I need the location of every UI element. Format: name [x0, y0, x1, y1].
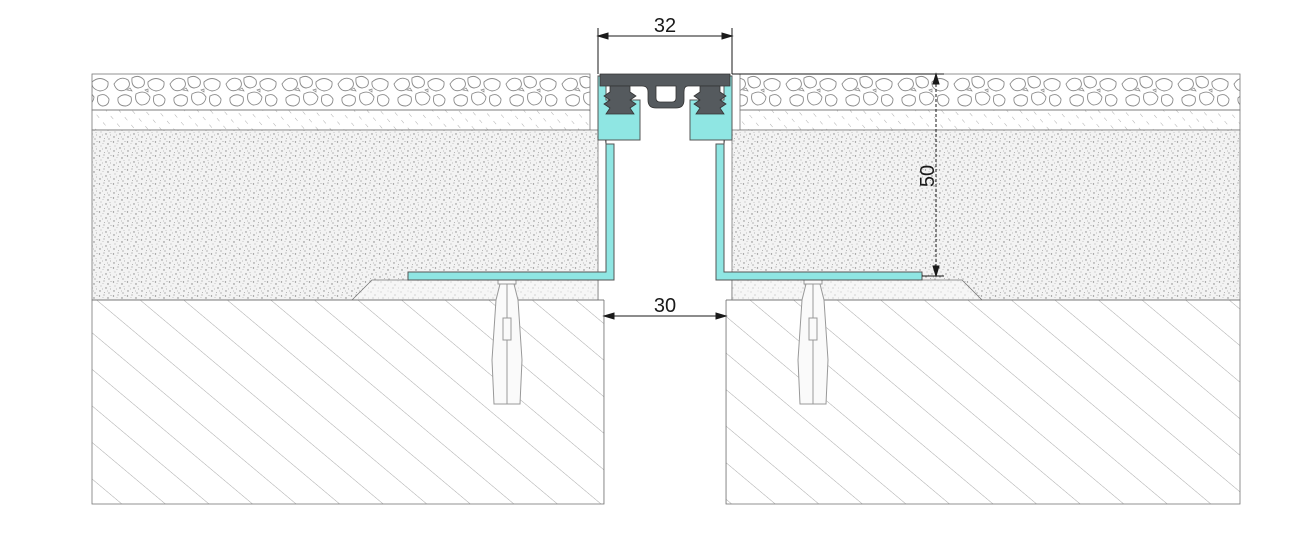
dimension-label-50: 50 — [917, 165, 939, 187]
dimension-label-30: 30 — [654, 295, 676, 317]
left-tile-layer — [91, 73, 591, 111]
right-profile-leg — [715, 75, 923, 281]
rubber-insert — [599, 73, 731, 115]
dimension-joint-gap — [602, 312, 728, 320]
dimension-label-32: 32 — [654, 15, 676, 37]
left-floor-section — [91, 73, 605, 505]
right-bedding-mortar — [731, 279, 983, 301]
left-adhesive-layer — [91, 109, 591, 131]
left-base-slab — [91, 299, 605, 505]
right-tile-layer — [739, 73, 1241, 111]
dimension-profile-height — [732, 72, 944, 278]
joint-gap — [604, 130, 726, 504]
right-adhesive-layer — [739, 109, 1241, 131]
left-profile-leg — [407, 75, 615, 281]
dimension-profile-width — [596, 28, 734, 74]
left-bedding-mortar — [351, 279, 599, 301]
right-floor-section — [725, 73, 1241, 505]
